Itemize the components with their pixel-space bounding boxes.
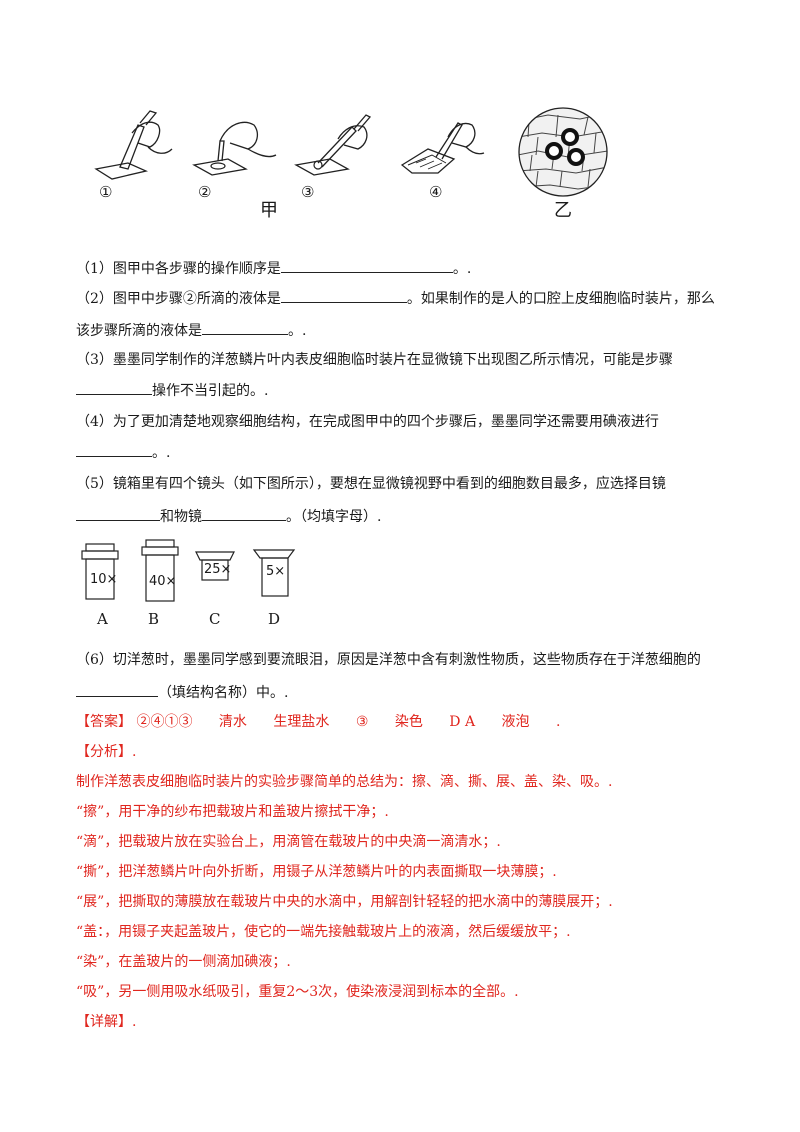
analysis-line-5: “展”，把撕取的薄膜放在载玻片中央的水滴中，用解剖针轻轻的把水滴中的薄膜展开；. xyxy=(76,894,613,910)
lens-drawings xyxy=(81,539,296,602)
question-2-line-1: （2）图甲中步骤②所滴的液体是。如果制作的是人的口腔上皮细胞临时装片，那么 xyxy=(76,288,715,309)
answer-item-1: ②④①③ xyxy=(136,714,193,730)
step-number-2: ② xyxy=(198,183,212,201)
lens-c-letter: C xyxy=(209,610,221,628)
answer-label: 【答案】 xyxy=(76,714,132,730)
figure-label-jia: 甲 xyxy=(260,200,278,221)
lens-c-drawing xyxy=(195,551,235,581)
question-2-line-2: 该步骤所滴的液体是。. xyxy=(76,320,306,341)
analysis-line-7: “染”，在盖玻片的一侧滴加碘液；. xyxy=(76,954,291,970)
lens-d-magnification: 5× xyxy=(266,564,286,579)
analysis-line-3: “滴”，把载玻片放在实验台上，用滴管在载玻片的中央滴一滴清水；. xyxy=(76,834,501,850)
lens-a-letter: A xyxy=(97,610,108,628)
question-4-line-2: 。. xyxy=(76,442,170,463)
answer-item-8: . xyxy=(555,714,561,730)
question-4-line-1: （4）为了更加清楚地观察细胞结构，在完成图甲中的四个步骤后，墨墨同学还需要用碘液… xyxy=(76,414,659,430)
analysis-line-4: “撕”，把洋葱鳞片叶向外折断，用镊子从洋葱鳞片叶的内表面撕取一块薄膜；. xyxy=(76,864,557,880)
analysis-line-6: “盖：，用镊子夹起盖玻片，使它的一端先接触载玻片上的液滴，然后缓缓放平；. xyxy=(76,924,571,940)
question-1: （1）图甲中各步骤的操作顺序是。. xyxy=(76,258,471,279)
answer-item-2: 清水 xyxy=(218,714,247,730)
step-number-3: ③ xyxy=(301,183,315,201)
analysis-line-1: 制作洋葱表皮细胞临时装片的实验步骤简单的总结为：擦、滴、撕、展、盖、染、吸。. xyxy=(76,774,613,790)
microscope-view-image xyxy=(518,107,608,197)
step-3-drawing xyxy=(292,103,382,193)
detail-label: 【详解】. xyxy=(76,1014,137,1030)
question-5-line-2: 和物镜。（均填字母）. xyxy=(76,506,381,527)
answer-item-5: 染色 xyxy=(394,714,423,730)
answer-line: 【答案】 ②④①③ 清水 生理盐水 ③ 染色 D A 液泡 . xyxy=(76,712,582,732)
question-6-line-1: （6）切洋葱时，墨墨同学感到要流眼泪，原因是洋葱中含有刺激性物质，这些物质存在于… xyxy=(76,652,701,668)
lens-a-drawing xyxy=(81,543,119,600)
answer-item-4: ③ xyxy=(355,714,369,730)
question-5-line-1: （5）镜箱里有四个镜头（如下图所示），要想在显微镜视野中看到的细胞数目最多，应选… xyxy=(76,476,666,492)
step-number-1: ① xyxy=(99,183,113,201)
step-1-drawing xyxy=(88,103,178,193)
analysis-label: 【分析】. xyxy=(76,744,137,760)
lens-a-magnification: 10× xyxy=(90,572,118,587)
answer-item-3: 生理盐水 xyxy=(273,714,330,730)
analysis-line-8: “吸”，另一侧用吸水纸吸引，重复2～3次，使染液浸润到标本的全部。. xyxy=(76,984,519,1000)
question-3-line-1: （3）墨墨同学制作的洋葱鳞片叶内表皮细胞临时装片在显微镜下出现图乙所示情况，可能… xyxy=(76,352,673,368)
analysis-line-2: “擦”，用干净的纱布把载玻片和盖玻片擦拭干净；. xyxy=(76,804,389,820)
step-4-drawing xyxy=(398,103,488,193)
question-6-line-2: （填结构名称）中。. xyxy=(76,682,288,703)
question-3-line-2: 操作不当引起的。. xyxy=(76,380,268,401)
lens-b-magnification: 40× xyxy=(149,574,177,589)
answer-item-6: D A xyxy=(449,714,476,730)
lens-d-letter: D xyxy=(268,610,281,628)
answer-item-7: 液泡 xyxy=(501,714,530,730)
lens-d-drawing xyxy=(252,549,296,597)
lens-c-magnification: 25× xyxy=(204,562,232,577)
lens-b-letter: B xyxy=(148,610,160,628)
step-2-drawing xyxy=(190,103,280,193)
figure-label-yi: 乙 xyxy=(554,200,572,221)
lens-b-drawing xyxy=(141,539,179,602)
step-number-4: ④ xyxy=(429,183,443,201)
